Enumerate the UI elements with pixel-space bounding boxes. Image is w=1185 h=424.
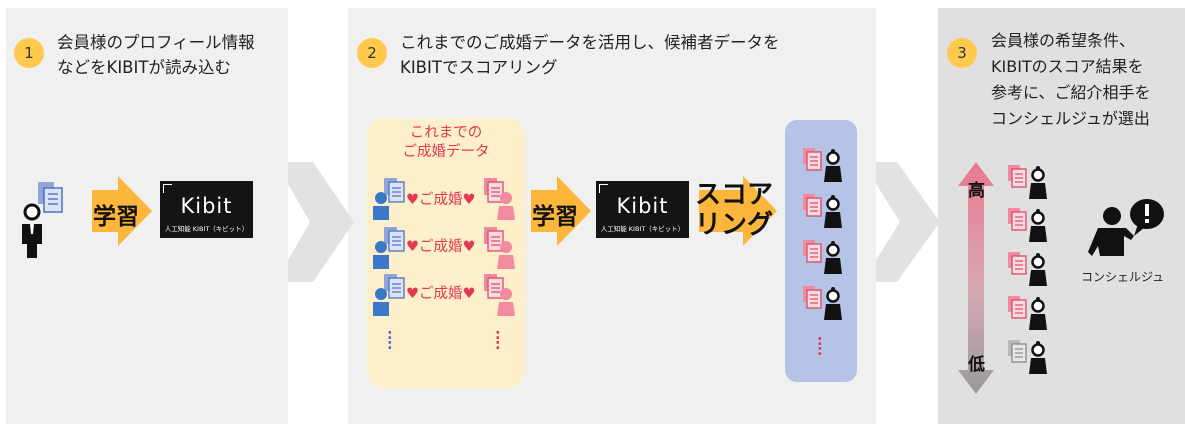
past-data-title: これまでの ご成婚データ [367,124,525,162]
step3-number: 3 [947,38,977,68]
logo-subtitle: 人工知能 KIBIT（キビット） [164,225,249,233]
scoring-label-line2: リング [695,210,774,240]
chevron-2-icon [876,162,940,282]
ranked-candidate-icon-low [1008,340,1047,374]
heart-icon: ♥ [462,239,476,255]
female-member-doc-icon [484,274,515,316]
learn-label-2: 学習 [532,204,578,230]
logo-subtitle: 人工知能 KIBIT（キビット） [600,225,685,233]
score-scale-arrow-icon [958,162,994,394]
scale-high-label: 高 [968,181,985,201]
step3-text-line3: 参考に、ご紹介相手を [991,83,1151,102]
male-member-doc-icon [373,274,405,316]
ranked-candidate-icon [1008,165,1047,199]
step3-text-line4: コンシェルジュが選出 [991,109,1150,128]
member-profile-icon [22,182,63,258]
past-data-title-line1: これまでの [409,125,483,141]
learn-arrow-2-icon [531,176,591,246]
past-marriage-data-box: これまでの ご成婚データ [367,118,525,388]
step2-text-line2: KIBITでスコアリング [400,58,558,77]
male-member-doc-icon [373,227,405,269]
ranked-candidate-icon [1008,208,1047,242]
ranked-candidate-icon [1008,252,1047,286]
scored-candidate-icon [803,194,842,228]
learn-arrow-1-icon [92,176,152,246]
scored-candidate-icon [803,148,842,182]
scored-candidate-icon [803,286,842,320]
heart-icon: ♥ [406,239,419,255]
more-pairs-dots-right: :: [495,327,501,353]
marriage-label: ♥ご成婚♥ [406,192,476,208]
scale-low-label: 低 [968,355,985,375]
concierge-label: コンシェルジュ [1081,270,1165,284]
learn-label-1: 学習 [93,204,139,230]
female-member-doc-icon [484,227,515,269]
female-member-doc-icon [484,178,515,220]
ranked-candidate-icon [1008,296,1047,330]
scoring-label: スコア リング [695,180,773,240]
scoring-arrow-icon [699,176,777,246]
step1-text-line2: などをKIBITが読み込む [57,58,231,77]
step1-text-line1: 会員様のプロフィール情報 [57,33,255,52]
male-member-doc-icon [373,178,405,220]
logo-mark-text: Kibit [616,194,669,218]
step3-text-line2: KIBITのスコア結果を [991,57,1144,76]
more-candidates-dots: :: [817,333,823,359]
heart-icon: ♥ [406,286,419,302]
step1-number: 1 [14,38,44,68]
step2-number: 2 [357,38,387,68]
heart-icon: ♥ [462,192,476,208]
logo-corner-mark [163,184,172,193]
logo-mark-text: Kibit [180,194,233,218]
kibit-logo-1: Kibit 人工知能 KIBIT（キビット） [160,181,253,238]
scored-candidate-icon [803,240,842,274]
heart-icon: ♥ [462,286,476,302]
past-data-title-line2: ご成婚データ [402,144,490,160]
step2-text: これまでのご成婚データを活用し、候補者データを KIBITでスコアリング [400,30,780,80]
more-pairs-dots-left: :: [387,327,393,353]
kibit-logo-2: Kibit 人工知能 KIBIT（キビット） [596,181,689,238]
scoring-label-line1: スコア [695,180,774,210]
heart-icon: ♥ [406,192,419,208]
logo-corner-mark [599,184,608,193]
step1-text: 会員様のプロフィール情報 などをKIBITが読み込む [57,30,255,80]
concierge-icon [1088,199,1164,256]
step3-text-line1: 会員様の希望条件、 [991,31,1136,50]
step3-text: 会員様の希望条件、 KIBITのスコア結果を 参考に、ご紹介相手を コンシェルジ… [991,28,1151,132]
marriage-label: ♥ご成婚♥ [406,286,476,302]
chevron-1-icon [288,162,354,282]
step2-text-line1: これまでのご成婚データを活用し、候補者データを [400,33,780,52]
marriage-label: ♥ご成婚♥ [406,239,476,255]
